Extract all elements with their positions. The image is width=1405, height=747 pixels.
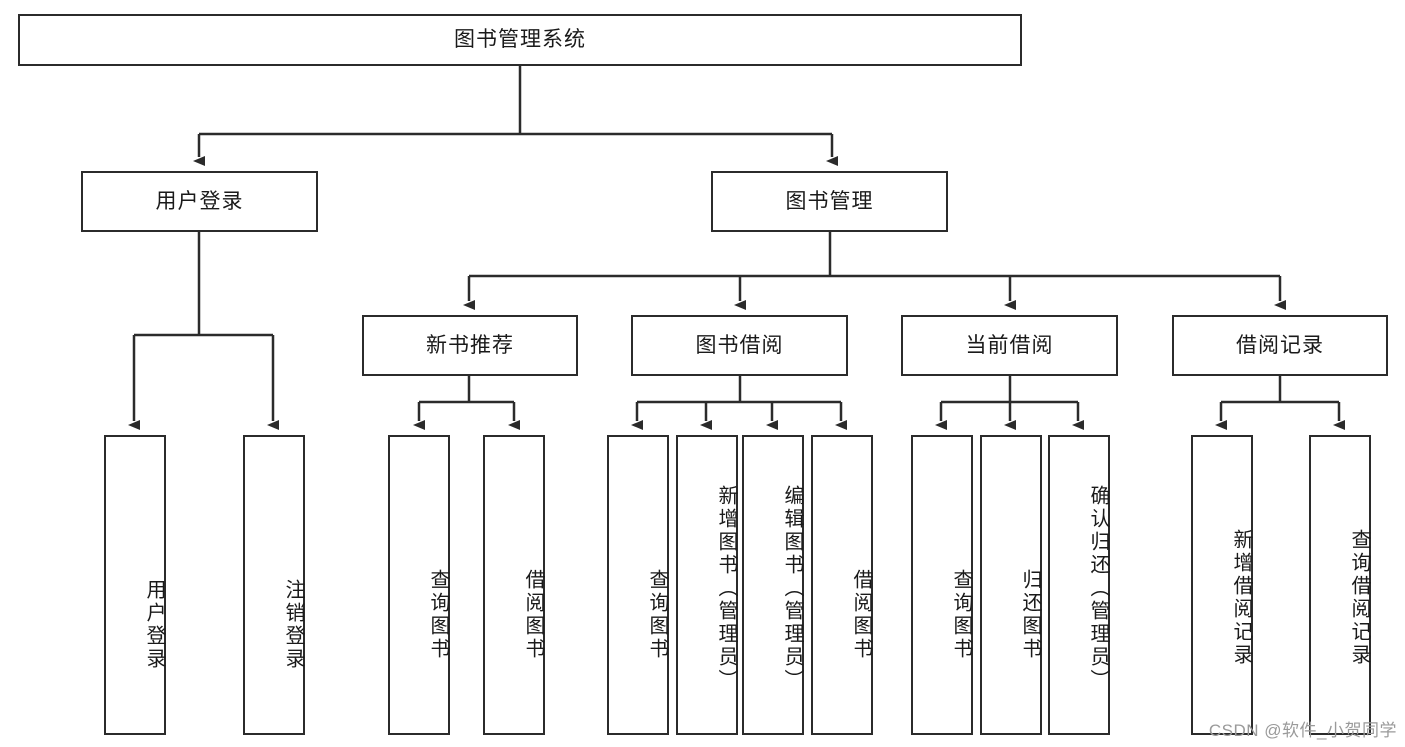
node-leaf-rec-query[interactable]: 查询图书	[388, 435, 450, 735]
node-book-borrow-label: 图书借阅	[695, 333, 784, 357]
node-leaf-rec-borrow[interactable]: 借阅图书	[483, 435, 545, 735]
node-leaf-rec-add-label: 新增借阅记录	[1230, 529, 1252, 667]
node-borrow-record[interactable]: 借阅记录	[1172, 315, 1388, 376]
node-leaf-rec-borrow-label: 借阅图书	[522, 569, 544, 661]
node-leaf-borrow-edit-label: 编辑图书（管理员）	[781, 484, 803, 692]
node-leaf-cur-query-label: 查询图书	[950, 569, 972, 661]
node-leaf-rec-add[interactable]: 新增借阅记录	[1191, 435, 1253, 735]
node-root-label: 图书管理系统	[454, 28, 586, 52]
node-new-book-rec[interactable]: 新书推荐	[362, 315, 578, 376]
node-leaf-user-login-label: 用户登录	[143, 579, 165, 671]
node-leaf-user-login[interactable]: 用户登录	[104, 435, 166, 735]
node-leaf-user-logout[interactable]: 注销登录	[243, 435, 305, 735]
node-leaf-borrow-query-label: 查询图书	[646, 569, 668, 661]
node-leaf-borrow-edit[interactable]: 编辑图书（管理员）	[742, 435, 804, 735]
node-current-borrow[interactable]: 当前借阅	[901, 315, 1118, 376]
node-book-borrow[interactable]: 图书借阅	[631, 315, 848, 376]
csdn-watermark: CSDN @软件_小贺同学	[1208, 721, 1397, 740]
node-leaf-borrow-add-label: 新增图书（管理员）	[715, 484, 737, 692]
node-book-manage[interactable]: 图书管理	[711, 171, 948, 232]
node-user-login-label: 用户登录	[155, 189, 244, 213]
node-leaf-borrow-do[interactable]: 借阅图书	[811, 435, 873, 735]
node-leaf-cur-return-label: 归还图书	[1019, 569, 1041, 661]
node-leaf-borrow-do-label: 借阅图书	[850, 569, 872, 661]
node-leaf-rec-search[interactable]: 查询借阅记录	[1309, 435, 1371, 735]
node-new-book-rec-label: 新书推荐	[426, 333, 514, 357]
node-leaf-rec-query-label: 查询图书	[427, 569, 449, 661]
node-user-login[interactable]: 用户登录	[81, 171, 318, 232]
node-leaf-borrow-query[interactable]: 查询图书	[607, 435, 669, 735]
node-current-borrow-label: 当前借阅	[965, 333, 1054, 357]
node-root[interactable]: 图书管理系统	[18, 14, 1022, 66]
node-borrow-record-label: 借阅记录	[1236, 333, 1324, 357]
node-leaf-user-logout-label: 注销登录	[282, 579, 304, 671]
node-leaf-cur-return[interactable]: 归还图书	[980, 435, 1042, 735]
node-leaf-rec-search-label: 查询借阅记录	[1348, 529, 1370, 667]
node-leaf-borrow-add[interactable]: 新增图书（管理员）	[676, 435, 738, 735]
node-leaf-cur-query[interactable]: 查询图书	[911, 435, 973, 735]
node-leaf-cur-confirm[interactable]: 确认归还（管理员）	[1048, 435, 1110, 735]
node-leaf-cur-confirm-label: 确认归还（管理员）	[1087, 484, 1109, 692]
node-book-manage-label: 图书管理	[785, 189, 874, 213]
